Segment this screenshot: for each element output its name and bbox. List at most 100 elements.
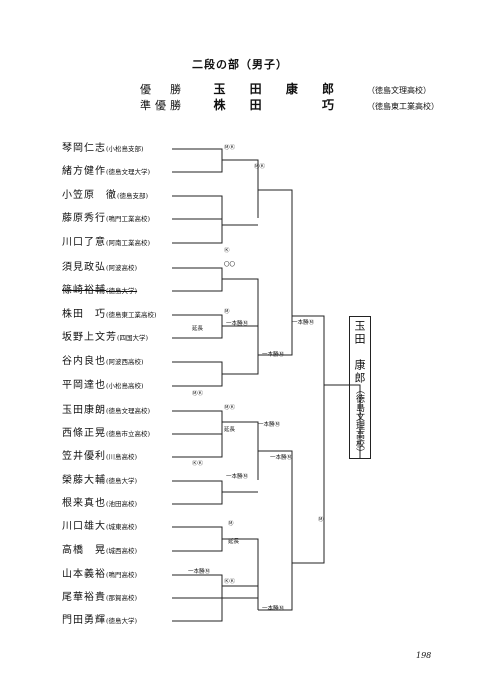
match-mark: 一本勝Ⓜ bbox=[262, 352, 285, 358]
page-title: 二段の部（男子） bbox=[192, 58, 288, 71]
player-entry: 平岡達也(小松島高校) bbox=[62, 380, 144, 392]
winner-name: 玉田 康郎 bbox=[353, 320, 366, 385]
match-mark: ⓂⓀ bbox=[254, 164, 266, 170]
bracket-line bbox=[172, 597, 258, 622]
result-role: 優 勝 bbox=[140, 83, 185, 96]
match-mark: 一本勝Ⓜ bbox=[292, 320, 315, 326]
player-affiliation: (徳島大学) bbox=[106, 287, 138, 295]
player-entry: 坂野上文芳(四国大学) bbox=[62, 332, 148, 344]
player-affiliation: (城西高校) bbox=[106, 547, 138, 555]
bracket-line bbox=[172, 361, 223, 387]
bracket-line bbox=[222, 159, 259, 218]
match-mark: 一本勝Ⓜ bbox=[262, 606, 285, 612]
bracket-line bbox=[172, 267, 223, 292]
match-mark: 一本勝Ⓜ bbox=[270, 455, 293, 461]
bracket-line bbox=[172, 410, 223, 435]
bracket-line bbox=[324, 384, 361, 459]
match-mark: 延長 bbox=[228, 539, 240, 545]
bracket-line bbox=[172, 526, 223, 552]
player-affiliation: (小松島支部) bbox=[106, 145, 144, 153]
match-mark: 一本勝Ⓜ bbox=[258, 422, 281, 428]
bracket-line bbox=[292, 522, 325, 564]
player-affiliation: (徳島大学) bbox=[106, 477, 138, 485]
player-entry: 川口雄大(城東高校) bbox=[62, 521, 137, 533]
winner-affiliation: （徳島文理高校） bbox=[354, 385, 364, 457]
page-number: 198 bbox=[416, 651, 432, 660]
player-name: 篠崎裕輔 bbox=[62, 285, 106, 296]
match-mark: ⓀⓀ bbox=[224, 579, 236, 585]
bracket-line bbox=[172, 434, 223, 458]
result-role: 準優勝 bbox=[140, 99, 185, 112]
bracket-line bbox=[172, 148, 223, 173]
match-mark: ⓂⓀ bbox=[224, 145, 236, 151]
bracket-line bbox=[258, 450, 293, 563]
player-affiliation: (阿南工業高校) bbox=[106, 239, 151, 247]
player-entry: 緒方健作(徳島文理大学) bbox=[62, 166, 150, 178]
player-affiliation: (阿波西高校) bbox=[106, 358, 144, 366]
bracket-line bbox=[172, 195, 223, 220]
bracket-line bbox=[222, 421, 259, 480]
match-mark: 〇〇 bbox=[224, 262, 236, 268]
player-name: 谷内良也 bbox=[62, 356, 106, 367]
player-entry: 山本義裕(鳴門高校) bbox=[62, 569, 137, 581]
player-affiliation: (池田高校) bbox=[106, 500, 138, 508]
match-mark: 一本勝Ⓜ bbox=[188, 569, 211, 575]
player-entry: 谷内良也(阿波西高校) bbox=[62, 356, 144, 368]
result-name: 玉 田 康 郎 bbox=[213, 82, 345, 96]
player-name: 株田 巧 bbox=[62, 309, 106, 320]
player-name: 山本義裕 bbox=[62, 569, 106, 580]
bracket-line bbox=[172, 480, 223, 505]
player-name: 平岡達也 bbox=[62, 380, 106, 391]
player-name: 小笠原 徹 bbox=[62, 190, 117, 201]
player-entry: 榮藤大輔(徳島大学) bbox=[62, 475, 137, 487]
player-name: 緒方健作 bbox=[62, 166, 106, 177]
player-name: 門田勇輝 bbox=[62, 615, 106, 626]
bracket-line bbox=[258, 189, 293, 316]
player-name: 西條正晃 bbox=[62, 428, 106, 439]
bracket-line bbox=[292, 315, 325, 522]
player-entry: 琴岡仁志(小松島支部) bbox=[62, 143, 144, 155]
player-entry: 門田勇輝(徳島大学) bbox=[62, 615, 137, 627]
player-affiliation: (徳島市立高校) bbox=[106, 430, 151, 438]
player-entry: 高橋 晃(城西高校) bbox=[62, 545, 137, 557]
player-entry: 川口了意(阿南工業高校) bbox=[62, 237, 150, 249]
player-affiliation: (小松島高校) bbox=[106, 382, 144, 390]
player-name: 根来真也 bbox=[62, 498, 106, 509]
player-affiliation: (那賀高校) bbox=[106, 594, 138, 602]
player-name: 藤原秀行 bbox=[62, 213, 106, 224]
player-name: 川口雄大 bbox=[62, 521, 106, 532]
player-entry: 藤原秀行(鳴門工業高校) bbox=[62, 213, 150, 225]
player-affiliation: (徳島東工業高校) bbox=[106, 311, 157, 319]
player-affiliation: (徳島大学) bbox=[106, 617, 138, 625]
player-name: 川口了意 bbox=[62, 237, 106, 248]
result-aff: （徳島文理高校） bbox=[367, 86, 431, 95]
player-entry: 西條正晃(徳島市立高校) bbox=[62, 428, 150, 440]
match-mark: Ⓜ bbox=[318, 517, 324, 523]
player-entry: 須見政弘(阿波高校) bbox=[62, 262, 137, 274]
player-name: 高橋 晃 bbox=[62, 545, 106, 556]
match-mark: 一本勝Ⓜ bbox=[226, 474, 249, 480]
player-entry: 尾華裕貴(那賀高校) bbox=[62, 592, 137, 604]
result-aff: （徳島東工業高校） bbox=[367, 102, 439, 111]
bracket-line bbox=[258, 316, 293, 356]
bracket-line bbox=[258, 563, 293, 611]
result-runner-up: 準優勝 株 田 巧 （徳島東工業高校） bbox=[140, 96, 439, 113]
match-mark: 一本勝Ⓜ bbox=[226, 321, 249, 327]
player-affiliation: (四国大学) bbox=[117, 334, 149, 342]
result-champion: 優 勝 玉 田 康 郎 （徳島文理高校） bbox=[140, 80, 431, 97]
result-name: 株 田 巧 bbox=[213, 98, 345, 112]
player-affiliation: (徳島文理高校) bbox=[106, 407, 151, 415]
player-affiliation: (鳴門高校) bbox=[106, 571, 138, 579]
player-affiliation: (徳島文理大学) bbox=[106, 168, 151, 176]
player-entry: 小笠原 徹(徳島支部) bbox=[62, 190, 148, 202]
bracket-line bbox=[172, 574, 223, 599]
bracket-line bbox=[222, 278, 259, 326]
bracket-line bbox=[172, 208, 223, 244]
match-mark: Ⓜ bbox=[224, 309, 230, 315]
winner-box: 玉田 康郎（徳島文理高校） bbox=[349, 316, 371, 459]
player-affiliation: (鳴門工業高校) bbox=[106, 215, 151, 223]
player-name: 尾華裕貴 bbox=[62, 592, 106, 603]
player-affiliation: (川島高校) bbox=[106, 453, 138, 461]
player-name: 玉田康朗 bbox=[62, 405, 106, 416]
